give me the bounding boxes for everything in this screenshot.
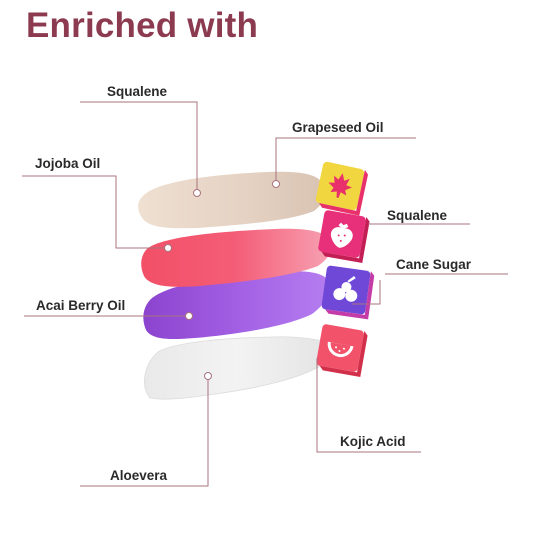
leader-lines: [22, 101, 508, 487]
acai-berry-swatch: [143, 271, 330, 340]
strawberry-icon: [330, 222, 353, 248]
berries-cube: [321, 265, 375, 320]
page-title: Enriched with: [26, 6, 259, 45]
label-jojoba-oil: Jojoba Oil: [35, 156, 101, 171]
berries-icon: [333, 275, 358, 302]
markers: [164, 180, 280, 380]
maple-leaf-cube: [315, 161, 368, 216]
strawberry-cube: [318, 210, 370, 263]
label-squalene-right: Squalene: [387, 208, 448, 223]
squalene-swatch: [138, 171, 326, 229]
label-cane-sugar: Cane Sugar: [396, 257, 472, 272]
label-grapeseed-oil: Grapeseed Oil: [292, 120, 384, 135]
label-squalene-top: Squalene: [107, 84, 168, 99]
label-aloevera: Aloevera: [110, 468, 168, 483]
jojoba-swatch: [141, 228, 332, 287]
watermelon-icon: [327, 341, 354, 358]
label-acai-berry-oil: Acai Berry Oil: [36, 298, 126, 313]
maple-leaf-icon: [328, 173, 352, 198]
watermelon-cube: [316, 324, 368, 377]
label-kojic-acid: Kojic Acid: [340, 434, 406, 449]
aloevera-swatch: [144, 336, 329, 400]
